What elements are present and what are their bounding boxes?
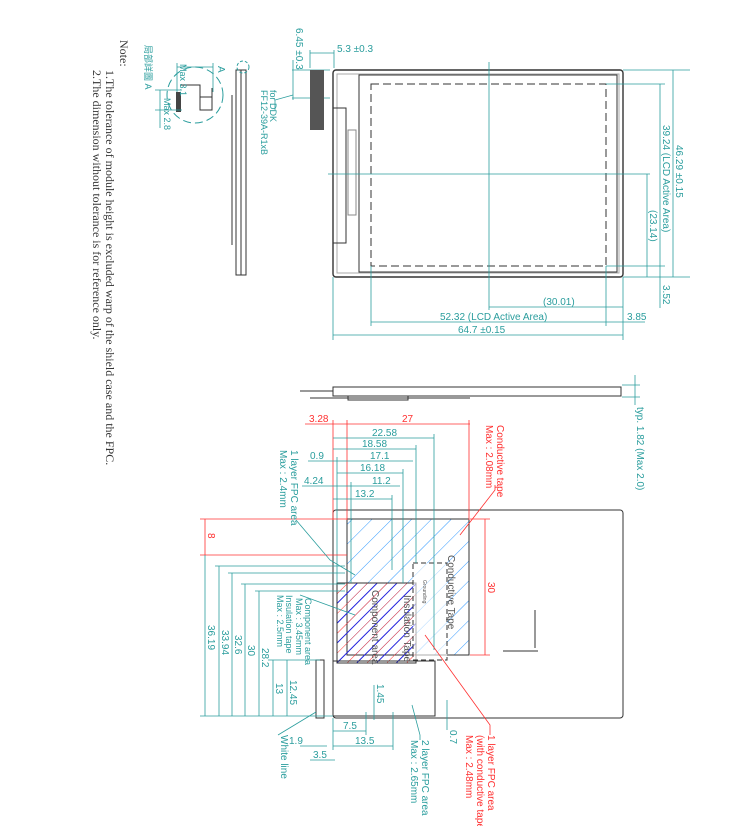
component-max: Max : 3.45mm xyxy=(294,598,304,655)
note-line-1: 1.The tolerance of module height is excl… xyxy=(103,70,117,465)
dim-11-2: 11.2 xyxy=(372,476,391,487)
module-thickness: typ. 1.82 (Max 2.0) xyxy=(634,407,645,490)
dim-0-9: 0.9 xyxy=(310,451,324,462)
dim-tape-30: 30 xyxy=(485,582,496,594)
ctape-max: Max : 2.08mm xyxy=(483,425,494,488)
detail-a-marker: A xyxy=(215,66,226,73)
notes: Note: 1.The tolerance of module height i… xyxy=(90,40,131,465)
component-area-inner-label: Component area xyxy=(369,590,380,665)
fpc1-title: 1 layer FPC area xyxy=(288,450,299,526)
dim-22-58: 22.58 xyxy=(372,428,397,439)
side-view: typ. 1.82 (Max 2.0) xyxy=(300,375,645,490)
dim-3-28: 3.28 xyxy=(309,414,329,425)
dim-12-45: 12.45 xyxy=(287,680,298,705)
back-view: Conductive Tape Component area Insulatio… xyxy=(200,414,624,826)
active-width: 52.32 (LCD Active Area) xyxy=(440,312,547,323)
dim-13: 13 xyxy=(273,683,284,695)
fpc1c-title: 1 layer FPC area xyxy=(485,735,496,811)
insulation-title: Insulation tape xyxy=(284,595,294,654)
active-height: 39.24 (LCD Active Area) xyxy=(660,125,671,232)
connector-label-2: FF12-39A-R1xB xyxy=(259,90,269,155)
fpc2-max: Max : 2.65mm xyxy=(408,740,419,803)
connector-annotations: for DDK FF12-39A-R1xB 6.45 ±0.3 5.3 ±0.3 xyxy=(259,28,374,155)
side-view-left xyxy=(231,60,250,276)
dim-33-94: 33.94 xyxy=(219,630,230,655)
conductive-tape-inner-label: Conductive Tape xyxy=(445,555,456,630)
dim-27: 27 xyxy=(402,414,414,425)
half-height: (23.14) xyxy=(647,210,658,242)
insulation-max: Max : 2.5mm xyxy=(275,595,285,647)
outline-width: 64.7 ±0.15 xyxy=(458,325,506,336)
dim-32-6: 32.6 xyxy=(232,635,243,655)
bottom-margin: 3.52 xyxy=(660,285,671,305)
detail-a-max-width: Max 3.1 xyxy=(178,64,188,96)
dim-3-5: 3.5 xyxy=(313,750,327,761)
dim-0-7: 0.7 xyxy=(447,730,458,744)
dim-16-18: 16.18 xyxy=(360,463,385,474)
outline-height: 46.29 ±0.15 xyxy=(673,145,684,198)
component-title: Component area xyxy=(303,598,313,665)
dim-13-2: 13.2 xyxy=(355,489,375,500)
detail-a-max-height: Max 2.8 xyxy=(162,98,172,130)
half-width: (30.01) xyxy=(543,297,575,308)
detail-a: Max 3.1 A Max 2.8 局部詳圖 A xyxy=(143,45,226,130)
dim-1-45: 1.45 xyxy=(374,684,385,704)
lcd-active-area xyxy=(370,83,607,267)
notes-title: Note: xyxy=(117,40,131,67)
note-line-2: 2.The dimension without tolerance is for… xyxy=(90,70,104,339)
front-view: 46.29 ±0.15 39.24 (LCD Active Area) (23.… xyxy=(310,62,690,340)
dim-17-1: 17.1 xyxy=(370,451,390,462)
dim-8: 8 xyxy=(205,533,216,539)
white-line xyxy=(315,659,325,719)
fpc1-max: Max : 2.4mm xyxy=(277,450,288,508)
connector-label-1: for DDK xyxy=(268,90,278,122)
dim-4-24: 4.24 xyxy=(304,476,324,487)
grounding-label: Grounding xyxy=(421,580,427,604)
dim-36-19: 36.19 xyxy=(205,625,216,650)
fpc1c-max: Max : 2.48mm xyxy=(463,735,474,798)
connector-offset: 6.45 ±0.3 xyxy=(293,28,304,70)
ctape-title: Conductive tape xyxy=(494,425,505,498)
insulation-tape-inner-label: Insulation Tape xyxy=(401,595,412,663)
dim-1-9: 1.9 xyxy=(289,736,303,747)
dim-28-2: 28.2 xyxy=(259,648,270,668)
dim-30: 30 xyxy=(245,645,256,657)
dim-18-58: 18.58 xyxy=(362,439,387,450)
fpc2-title: 2 layer FPC area xyxy=(419,740,430,816)
dim-7-5: 7.5 xyxy=(343,721,357,732)
detail-a-title: 局部詳圖 A xyxy=(143,45,154,90)
connector-width: 5.3 ±0.3 xyxy=(337,44,374,55)
right-margin: 3.85 xyxy=(627,312,647,323)
white-line-label: White line xyxy=(278,735,289,779)
dim-13-5: 13.5 xyxy=(355,736,375,747)
fpc1c-sub: (with conductive tape) xyxy=(474,735,485,826)
component-area xyxy=(336,582,417,664)
